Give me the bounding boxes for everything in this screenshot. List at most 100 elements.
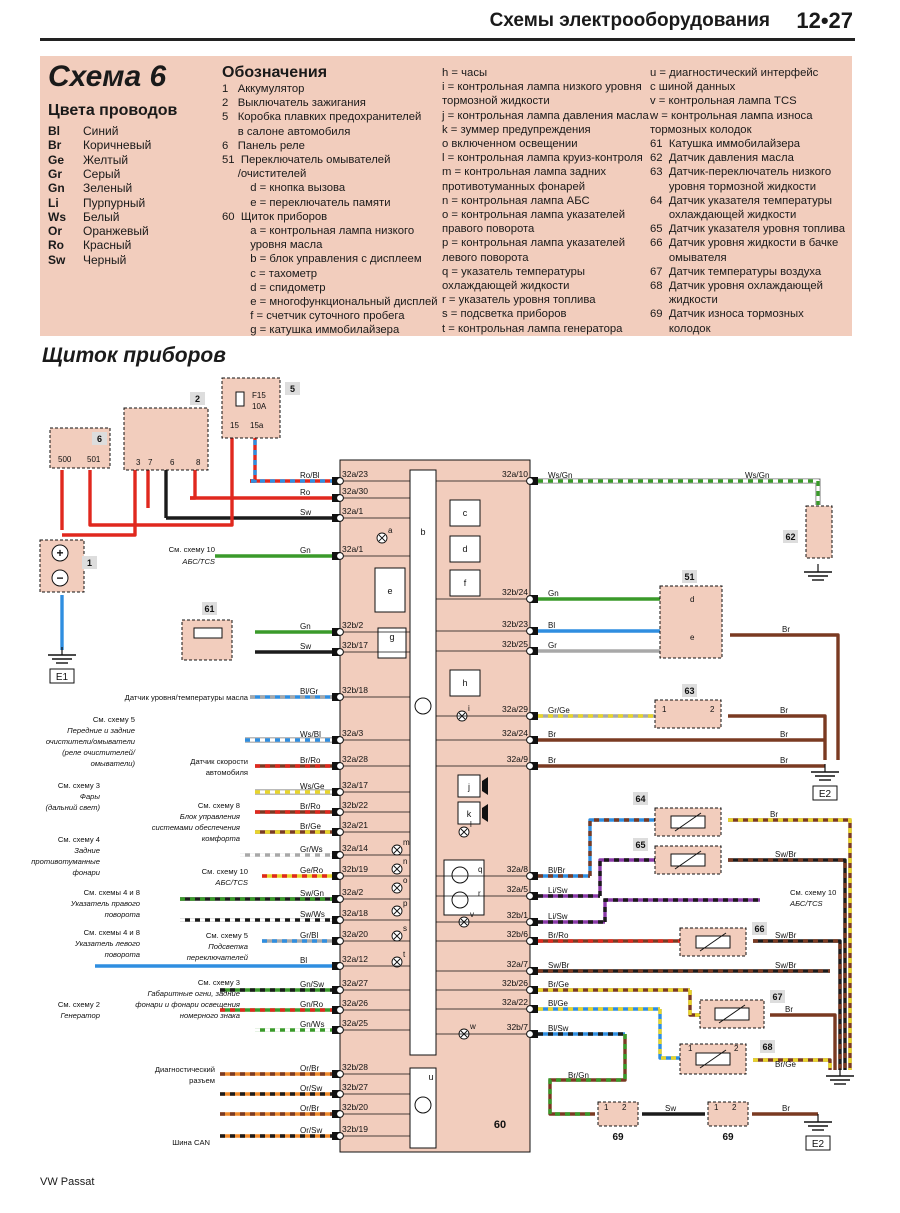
wire-label: Br: [780, 706, 788, 715]
reference-label: См. схему 5: [93, 715, 135, 724]
connector: [530, 872, 538, 880]
connector-pin: [336, 552, 344, 560]
connector: [332, 828, 340, 836]
designation-line: охлаждающей жидкости: [650, 209, 797, 222]
cluster-pin-right: 32b/23: [502, 619, 528, 629]
sub-label-u: u: [428, 1072, 433, 1082]
wire-color-name: Зеленый: [83, 181, 133, 196]
connector: [332, 916, 340, 924]
connector-pin: [526, 647, 534, 655]
designation-line: w = контрольная лампа износа: [650, 109, 813, 122]
designation-line: v = контрольная лампа TCS: [650, 95, 797, 108]
cluster-gauge: [449, 569, 481, 597]
designation-line: r = указатель уровня топлива: [442, 294, 596, 307]
wire-label: Or/Sw: [300, 1126, 322, 1135]
designation-line: правого поворота: [442, 223, 535, 236]
reference-label: фонари: [72, 868, 100, 877]
reference-label: См. схему 10: [202, 867, 248, 876]
designation-line: уровня тормозной жидкости: [650, 180, 817, 193]
sub-label: k: [467, 809, 472, 819]
sensor-68-wire: [658, 1009, 680, 1060]
reference-label: системами обеспечения: [152, 823, 240, 832]
lamp-filament: [393, 907, 401, 915]
connector: [332, 648, 340, 656]
reference-label: Габаритные огни, задние: [147, 989, 240, 998]
connector-pin: [336, 494, 344, 502]
wire-label: Br/Ge: [300, 822, 321, 831]
cluster-pin-left: 32a/1: [342, 544, 364, 554]
coil-winding: [193, 627, 223, 639]
connector-pin: [336, 1132, 344, 1140]
wire-label: Br: [782, 625, 790, 634]
buzzer-icon: [482, 804, 488, 822]
reference-label: См. схему 10: [790, 888, 836, 897]
wire-label: Bl: [548, 621, 555, 630]
brake-fluid-switch-box: [654, 699, 722, 729]
wire-label: Sw/Br: [775, 961, 797, 970]
component-number-tag: [285, 382, 300, 395]
wire-label: Gn/Sw: [300, 980, 324, 989]
footer-model: VW Passat: [40, 1176, 95, 1188]
connector-pin: [336, 851, 344, 859]
reference-label: Датчик скорости: [190, 757, 248, 766]
lamp-label: s: [403, 924, 407, 933]
wire-label: Ro/Bl: [300, 471, 320, 480]
fuse-box: [221, 377, 281, 439]
connector: [530, 647, 538, 655]
sensor-arrow: [674, 812, 702, 832]
designation-line: 67 Датчик температуры воздуха: [650, 265, 822, 278]
wire-color-code: Gn: [48, 181, 65, 196]
component-number-tag: [783, 530, 798, 543]
connector-pin: [336, 1026, 344, 1034]
wire-label: Sw/Br: [775, 850, 797, 859]
component-number-tag: [190, 392, 205, 405]
connector-pin: [336, 916, 344, 924]
reference-label: автомобиля: [206, 768, 248, 777]
connector: [332, 937, 340, 945]
cluster-gauge: [449, 535, 481, 563]
sensor-68-wire-stripe: [658, 1009, 680, 1060]
right-wire-outline: [538, 478, 821, 505]
sensor-box: [679, 927, 747, 957]
designation-line: i = контрольная лампа низкого уровня: [442, 81, 642, 94]
abs-ref-wire: [603, 898, 760, 922]
ground-label: E1: [56, 672, 69, 683]
control-unit-b: [409, 469, 437, 1056]
temp-gauge-q: [451, 866, 469, 884]
reference-label: Указатель левого: [74, 939, 140, 948]
connector-pin: [336, 514, 344, 522]
sub-label: h: [462, 678, 467, 688]
lamp-label: w: [469, 1022, 476, 1031]
cluster-pin-left: 32a/21: [342, 820, 368, 830]
reference-label: разъем: [189, 1076, 215, 1085]
designation-line: 68 Датчик уровня охлаждающей: [650, 280, 823, 293]
designation-line: 61 Катушка иммобилайзера: [650, 138, 801, 151]
ground-label: E2: [819, 789, 832, 800]
reference-label: Датчик уровня/температуры масла: [125, 693, 249, 702]
battery-wire: [62, 470, 137, 537]
connector-pin: [526, 937, 534, 945]
reference-label: поворота: [105, 910, 140, 919]
cluster-pin-left: 32a/27: [342, 978, 368, 988]
switch-51-ground-wire: [730, 633, 840, 760]
wire-label: Or/Sw: [300, 1084, 322, 1093]
sub-label: d: [690, 595, 694, 604]
reference-label: См. схему 3: [58, 781, 100, 790]
wire-label: Sw: [665, 1104, 676, 1113]
connector-pin: [336, 477, 344, 485]
reference-label: Блок управления: [180, 812, 240, 821]
sensor-arrow: [718, 1004, 746, 1024]
wire-label: Ws/Ge: [300, 782, 325, 791]
connector: [530, 477, 538, 485]
right-wire: [728, 714, 827, 760]
designation-line: уровня масла: [222, 239, 323, 252]
component-number: 5: [290, 384, 295, 394]
cluster-pin-left: 32b/20: [342, 1102, 368, 1112]
cluster-pin-left: 32b/19: [342, 1124, 368, 1134]
designation-line: n = контрольная лампа АБС: [442, 194, 590, 207]
